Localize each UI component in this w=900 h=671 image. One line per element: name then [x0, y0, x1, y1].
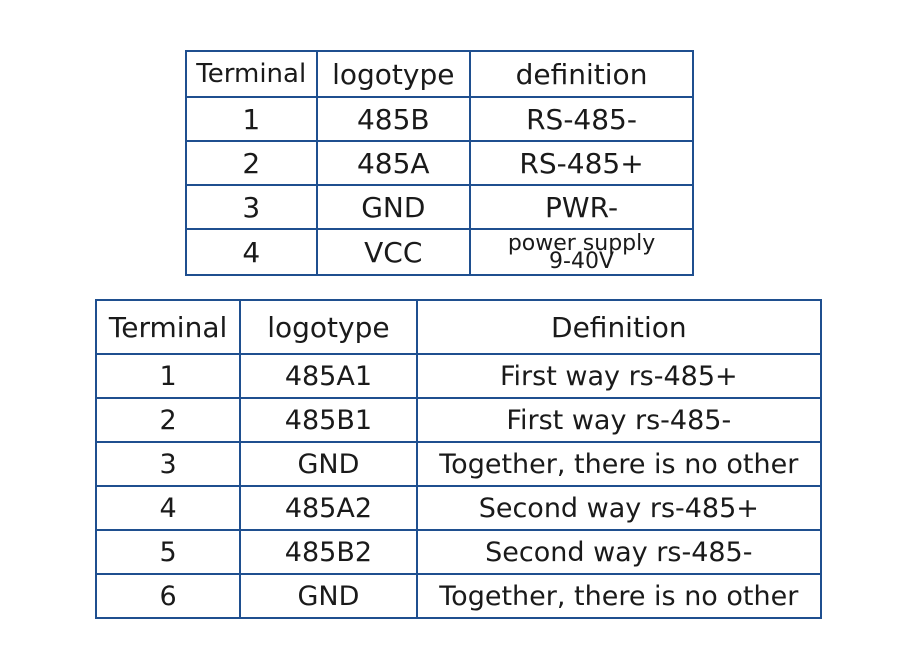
table-row: 6 GND Together, there is no other: [94, 573, 823, 619]
header-terminal: Terminal: [94, 299, 242, 355]
cell-definition: Together, there is no other: [415, 573, 823, 619]
cell-definition: First way rs-485-: [415, 397, 823, 443]
definition-line-2: 9-40V: [549, 249, 615, 274]
cell-terminal: 4: [185, 228, 318, 276]
table-row: 5 485B2 Second way rs-485-: [94, 529, 823, 575]
table-row: 2 485A RS-485+: [185, 140, 694, 186]
cell-logotype: 485B: [315, 96, 472, 142]
cell-logotype: GND: [315, 184, 472, 230]
cell-definition: Together, there is no other: [415, 441, 823, 487]
cell-terminal: 6: [94, 573, 242, 619]
terminal-table-rs485: Terminal logotype Definition 1 485A1 Fir…: [94, 299, 823, 619]
cell-terminal: 5: [94, 529, 242, 575]
cell-definition: First way rs-485+: [415, 353, 823, 399]
table-row: 1 485A1 First way rs-485+: [94, 353, 823, 399]
cell-definition: PWR-: [469, 184, 694, 230]
table-row: 4 485A2 Second way rs-485+: [94, 485, 823, 531]
table-header-row: Terminal logotype definition: [185, 50, 694, 98]
header-logotype: logotype: [315, 50, 472, 98]
cell-logotype: GND: [239, 573, 418, 619]
table-row: 2 485B1 First way rs-485-: [94, 397, 823, 443]
cell-logotype: VCC: [315, 228, 472, 276]
cell-terminal: 1: [94, 353, 242, 399]
cell-definition: RS-485-: [469, 96, 694, 142]
cell-definition: power supply 9-40V: [469, 228, 694, 276]
cell-logotype: 485A: [315, 140, 472, 186]
cell-terminal: 1: [185, 96, 318, 142]
cell-logotype: 485A2: [239, 485, 418, 531]
cell-terminal: 2: [94, 397, 242, 443]
cell-logotype: 485B2: [239, 529, 418, 575]
cell-terminal: 3: [185, 184, 318, 230]
header-logotype: logotype: [239, 299, 418, 355]
table-row: 1 485B RS-485-: [185, 96, 694, 142]
table-row: 3 GND PWR-: [185, 184, 694, 230]
cell-logotype: GND: [239, 441, 418, 487]
cell-definition: Second way rs-485-: [415, 529, 823, 575]
cell-logotype: 485B1: [239, 397, 418, 443]
terminal-table-power: Terminal logotype definition 1 485B RS-4…: [185, 50, 694, 276]
header-terminal: Terminal: [185, 50, 318, 98]
header-definition: definition: [469, 50, 694, 98]
cell-definition: Second way rs-485+: [415, 485, 823, 531]
cell-terminal: 2: [185, 140, 318, 186]
header-definition: Definition: [415, 299, 823, 355]
cell-terminal: 4: [94, 485, 242, 531]
table-row: 3 GND Together, there is no other: [94, 441, 823, 487]
table-header-row: Terminal logotype Definition: [94, 299, 823, 355]
definition-line-1: power supply: [507, 231, 656, 256]
cell-definition: RS-485+: [469, 140, 694, 186]
table-row: 4 VCC power supply 9-40V: [185, 228, 694, 276]
cell-logotype: 485A1: [239, 353, 418, 399]
cell-terminal: 3: [94, 441, 242, 487]
